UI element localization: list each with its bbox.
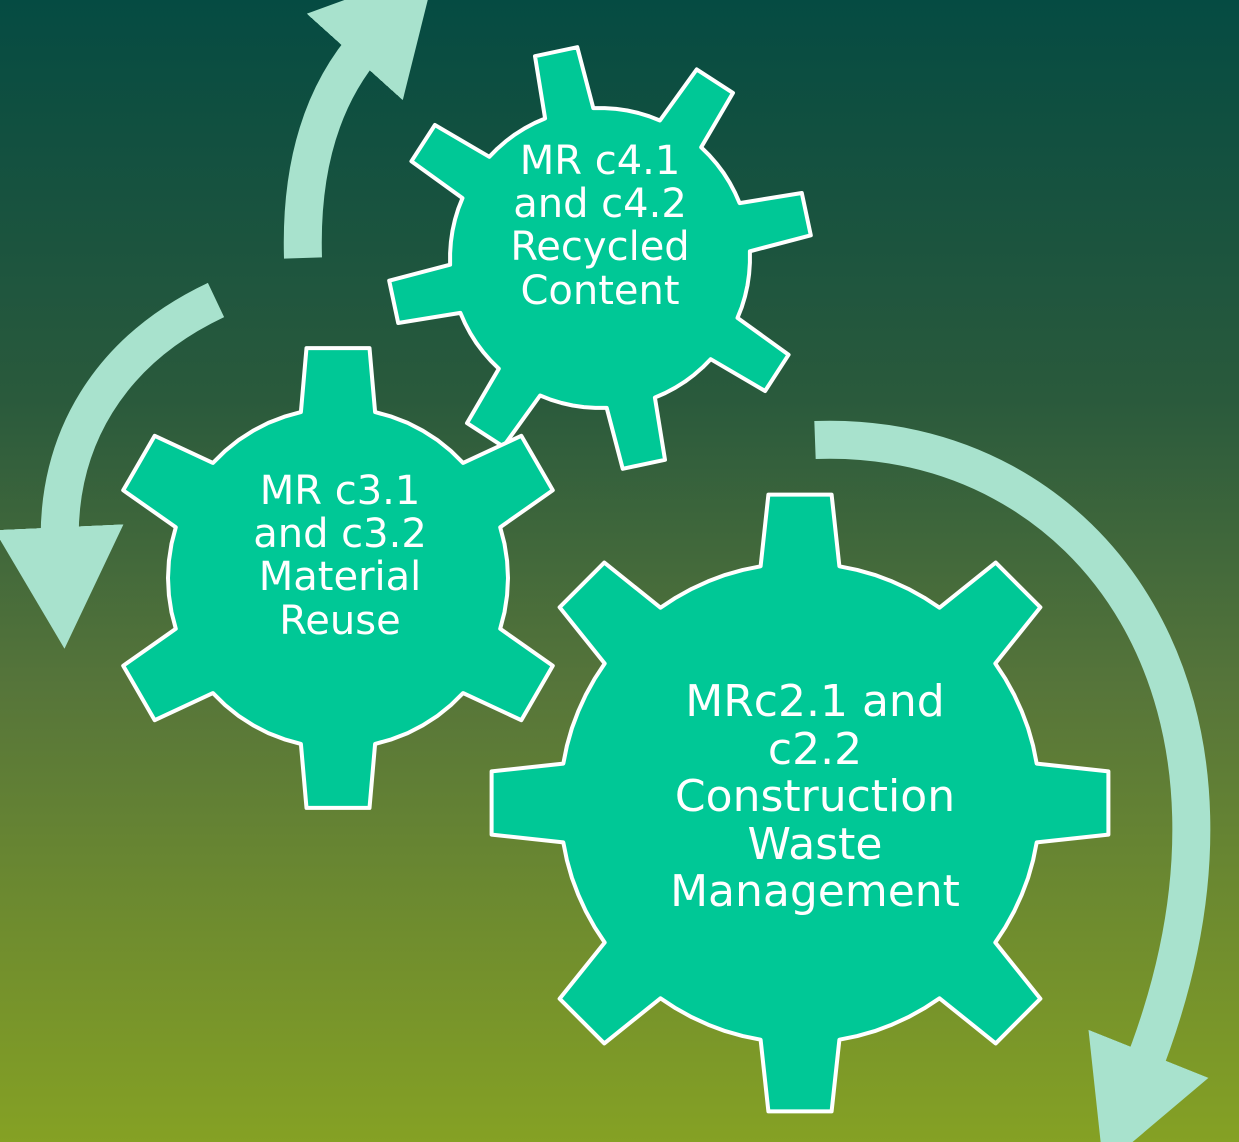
gear-label-recycled-content: MR c4.1 and c4.2 Recycled Content xyxy=(480,138,720,314)
gear-label-line: Management xyxy=(670,866,960,918)
arrows-group xyxy=(0,0,1211,1142)
gear-label-line: MR c3.1 xyxy=(259,468,421,514)
gear-label-line: Recycled xyxy=(510,224,690,271)
gear-label-line: MRc2.1 and xyxy=(685,676,945,727)
gear-label-line: Construction xyxy=(674,771,956,823)
gear-icon-recycled-content xyxy=(387,45,813,471)
gear-icon-material-reuse xyxy=(121,346,555,810)
curved-arrow-down-icon xyxy=(0,282,225,649)
gear-label-line: Material xyxy=(258,554,422,601)
gear-label-line: Reuse xyxy=(279,597,401,644)
gear-label-line: c2.2 xyxy=(767,723,863,775)
gear-label-construction-waste-management: MRc2.1 and c2.2 Construction Waste Manag… xyxy=(640,678,990,916)
gear-label-material-reuse: MR c3.1 and c3.2 Material Reuse xyxy=(220,468,460,644)
gear-label-line: Content xyxy=(520,267,680,314)
gear-label-line: and c4.2 xyxy=(513,181,687,228)
gears-group xyxy=(121,45,1111,1114)
curved-arrow-up-icon xyxy=(283,0,437,259)
gear-icon-construction-waste-management xyxy=(489,492,1111,1114)
curved-arrow-down-icon xyxy=(814,420,1211,1142)
gear-label-line: Waste xyxy=(747,818,883,870)
gear-label-line: and c3.2 xyxy=(253,511,427,558)
gear-label-line: MR c4.1 xyxy=(519,138,681,184)
